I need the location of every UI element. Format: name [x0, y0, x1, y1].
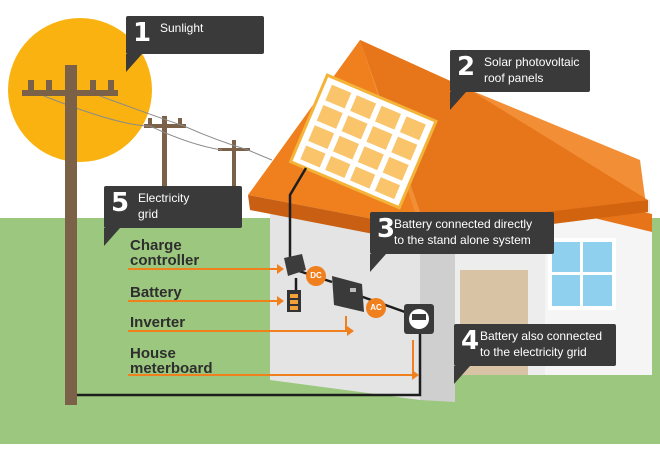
callout-number: 3: [377, 214, 396, 244]
solar-panel-icon: [288, 73, 438, 210]
callout-text: Sunlight: [160, 21, 204, 35]
callout-number: 1: [133, 18, 152, 48]
meterboard-icon: [404, 304, 434, 334]
callout-battery-standalone: 3 Battery connected directly to the stan…: [370, 212, 554, 272]
dc-badge: DC: [306, 266, 326, 286]
charge-controller-icon: [284, 254, 306, 276]
callout-electricity-grid: 5 Electricity grid: [104, 186, 242, 246]
far-power-pole: [218, 140, 250, 206]
power-pole-icon: [22, 65, 118, 405]
callout-text: Battery also connected to the electricit…: [480, 329, 603, 359]
power-lines: [43, 95, 273, 161]
callout-battery-grid: 4 Battery also connected to the electric…: [454, 324, 616, 384]
ground-edge: [0, 444, 660, 460]
callout-number: 2: [457, 52, 476, 82]
component-label-inverter: Inverter: [130, 315, 185, 330]
callout-text: Solar photovoltaic roof panels: [484, 55, 580, 85]
callout-text: Electricity grid: [138, 191, 190, 221]
meterboard-pointer: [128, 370, 419, 380]
inverter-pointer: [128, 326, 354, 336]
callout-number: 4: [461, 326, 480, 356]
inverter-label: Inverter: [130, 314, 186, 331]
charge-controller-label: Charge controller: [130, 237, 200, 269]
house-meterboard-label: House meterboard: [130, 345, 213, 377]
charge-controller-pointer: [128, 264, 284, 274]
component-label-house-meterboard: House meterboard: [130, 346, 213, 376]
battery-icon: [287, 290, 301, 312]
system-wiring: [70, 167, 422, 397]
callout-sunlight: 1 Sunlight: [126, 16, 264, 72]
battery-pointer: [128, 296, 284, 306]
ac-badge: AC: [366, 298, 386, 318]
callout-solar-panels: 2 Solar photovoltaic roof panels: [450, 50, 590, 110]
component-label-charge-controller: Charge controller: [130, 238, 199, 268]
component-label-battery: Battery: [130, 285, 182, 300]
battery-label: Battery: [130, 284, 182, 301]
callout-text: Battery connected directly to the stand …: [394, 217, 533, 247]
callout-number: 5: [111, 188, 130, 218]
inverter-icon: [332, 276, 364, 312]
distant-power-pole: [144, 116, 186, 218]
